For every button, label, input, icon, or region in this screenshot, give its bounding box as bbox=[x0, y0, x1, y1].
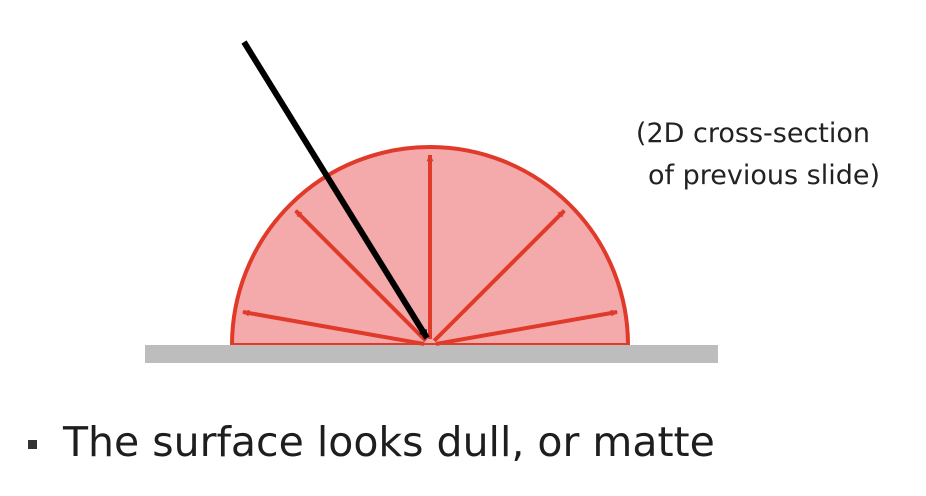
caption-line-2: of previous slide) bbox=[648, 160, 880, 191]
incident-light-ray bbox=[241, 40, 430, 340]
reflected-ray-low-left bbox=[242, 309, 425, 346]
reflected-rays bbox=[242, 154, 618, 346]
bullet-item: The surface looks dull, or matte bbox=[28, 418, 715, 466]
bullet-square-icon bbox=[28, 439, 37, 449]
reflected-ray-upper-left bbox=[294, 209, 428, 343]
caption-line-1: (2D cross-section bbox=[635, 118, 870, 149]
reflected-ray-low-right bbox=[435, 309, 618, 346]
surface-plane bbox=[145, 345, 718, 363]
reflected-ray-upper-right bbox=[432, 209, 566, 343]
bullet-text: The surface looks dull, or matte bbox=[63, 418, 715, 466]
